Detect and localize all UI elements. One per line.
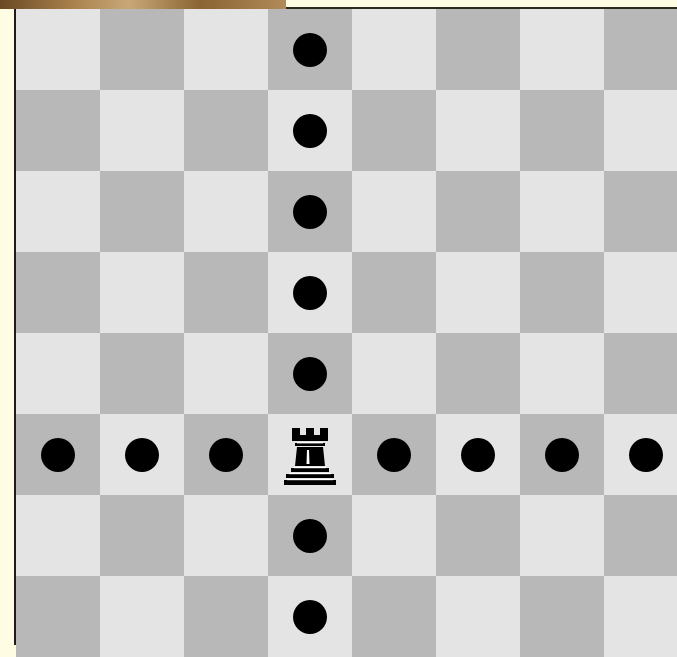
move-marker-dot [209,438,243,472]
board-square[interactable] [352,171,436,252]
board-square[interactable] [436,90,520,171]
board-square[interactable] [268,495,352,576]
board-square[interactable] [100,252,184,333]
board-square[interactable] [520,9,604,90]
move-marker-dot [293,33,327,67]
board-square[interactable] [436,414,520,495]
top-image-strip [0,0,286,9]
board-square[interactable] [184,9,268,90]
board-square[interactable] [436,252,520,333]
board-square[interactable] [184,333,268,414]
board-square[interactable] [268,333,352,414]
board-square[interactable] [100,90,184,171]
board-square[interactable] [16,171,100,252]
board-square[interactable] [436,171,520,252]
board-square[interactable] [184,414,268,495]
chess-board [16,9,677,657]
board-square[interactable] [604,9,677,90]
move-marker-dot [293,600,327,634]
board-square[interactable] [100,495,184,576]
board-square[interactable] [16,90,100,171]
board-square[interactable] [100,9,184,90]
board-square[interactable] [436,9,520,90]
board-square[interactable] [604,90,677,171]
board-square[interactable] [16,9,100,90]
board-square[interactable] [352,333,436,414]
board-square[interactable] [352,495,436,576]
move-marker-dot [293,114,327,148]
board-square[interactable] [352,414,436,495]
board-square[interactable] [604,414,677,495]
board-square[interactable] [268,252,352,333]
board-square[interactable] [520,333,604,414]
move-marker-dot [545,438,579,472]
board-square[interactable] [100,333,184,414]
board-square[interactable] [268,9,352,90]
board-square[interactable] [268,414,352,495]
board-square[interactable] [100,414,184,495]
board-square[interactable] [352,9,436,90]
board-square[interactable] [520,171,604,252]
move-marker-dot [293,195,327,229]
board-square[interactable] [16,333,100,414]
board-square[interactable] [604,495,677,576]
board-square[interactable] [352,90,436,171]
board-square[interactable] [604,171,677,252]
move-marker-dot [461,438,495,472]
board-square[interactable] [604,333,677,414]
board-square[interactable] [16,414,100,495]
move-marker-dot [125,438,159,472]
board-square[interactable] [184,495,268,576]
board-square[interactable] [436,495,520,576]
board-square[interactable] [520,495,604,576]
move-marker-dot [293,276,327,310]
board-square[interactable] [268,90,352,171]
board-square[interactable] [520,252,604,333]
board-square[interactable] [520,414,604,495]
move-marker-dot [377,438,411,472]
board-square[interactable] [436,333,520,414]
board-square[interactable] [100,171,184,252]
move-marker-dot [293,519,327,553]
board-square[interactable] [184,252,268,333]
board-square[interactable] [604,252,677,333]
move-marker-dot [629,438,663,472]
board-square[interactable] [268,171,352,252]
board-square[interactable] [16,495,100,576]
board-square[interactable] [352,252,436,333]
board-square[interactable] [184,90,268,171]
board-square[interactable] [184,171,268,252]
move-marker-dot [41,438,75,472]
board-square[interactable] [16,252,100,333]
board-square[interactable] [520,90,604,171]
move-marker-dot [293,357,327,391]
black-rook-icon[interactable] [280,424,340,486]
